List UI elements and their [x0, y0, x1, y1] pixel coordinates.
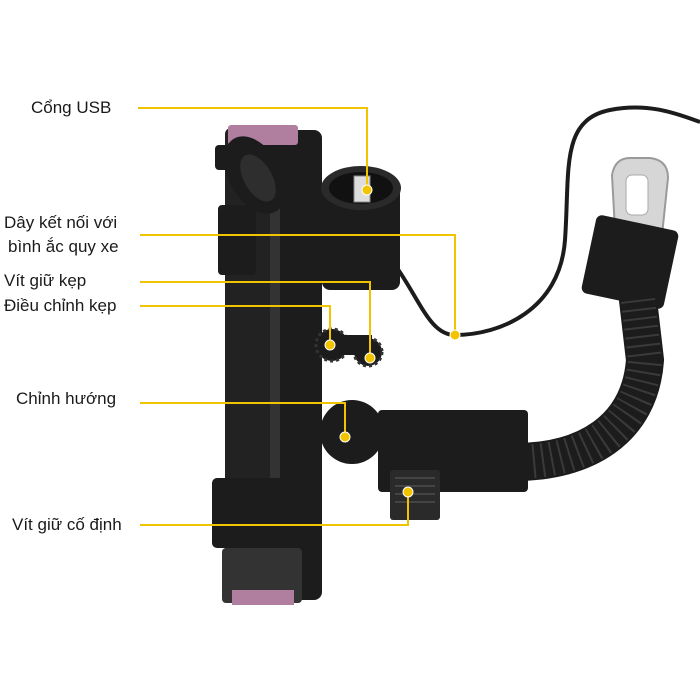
marker-direction-adjust	[339, 431, 351, 443]
power-cable	[393, 105, 700, 338]
label-direction-adjust: Chỉnh hướng	[16, 389, 117, 408]
label-fixing-screw: Vít giữ cố định	[12, 515, 122, 534]
bottom-clamp	[212, 478, 312, 548]
label-clamp-adjust: Điều chỉnh kẹp	[4, 296, 117, 315]
leader-usb-port	[138, 107, 368, 190]
marker-battery-cable	[449, 329, 461, 341]
leader-fixing-screw	[140, 492, 409, 526]
leader-clamp-screw	[140, 281, 371, 358]
label-battery-cable-line2: bình ắc quy xe	[8, 237, 119, 256]
label-battery-cable-line1: Dây kết nối với	[4, 213, 118, 232]
marker-fixing-screw	[402, 486, 414, 498]
label-usb-port: Cổng USB	[31, 98, 112, 117]
leader-direction-adjust	[140, 402, 346, 437]
ball-joint	[320, 400, 384, 464]
marker-clamp-adjust	[324, 339, 336, 351]
label-clamp-screw: Vít giữ kẹp	[4, 271, 87, 290]
leader-battery-cable	[140, 234, 456, 335]
marker-usb-port	[361, 184, 373, 196]
top-clamp	[218, 205, 256, 275]
leader-clamp-adjust	[140, 305, 331, 345]
marker-clamp-screw	[364, 352, 376, 364]
mirror-mount-block	[581, 215, 679, 309]
